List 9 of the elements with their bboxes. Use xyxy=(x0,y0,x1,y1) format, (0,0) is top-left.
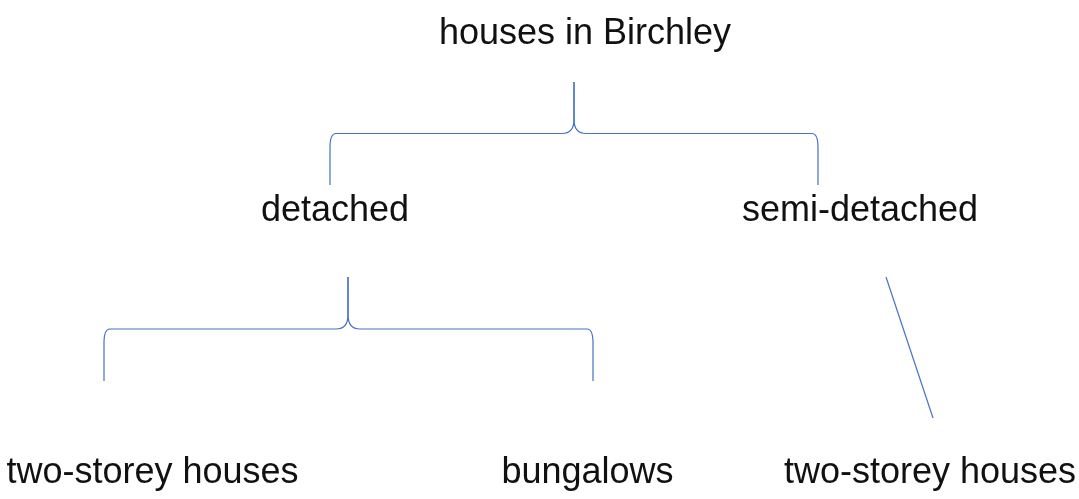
connector-line xyxy=(885,276,934,419)
node-label: semi-detached xyxy=(741,187,979,231)
brace-connector xyxy=(347,276,594,382)
node-label: detached xyxy=(260,187,410,231)
node-label: bungalows xyxy=(501,449,674,493)
brace-connector xyxy=(573,81,819,186)
node-label: two-storey houses xyxy=(6,449,299,493)
node-label: two-storey houses xyxy=(783,449,1077,493)
node-label: houses in Birchley xyxy=(438,10,732,54)
